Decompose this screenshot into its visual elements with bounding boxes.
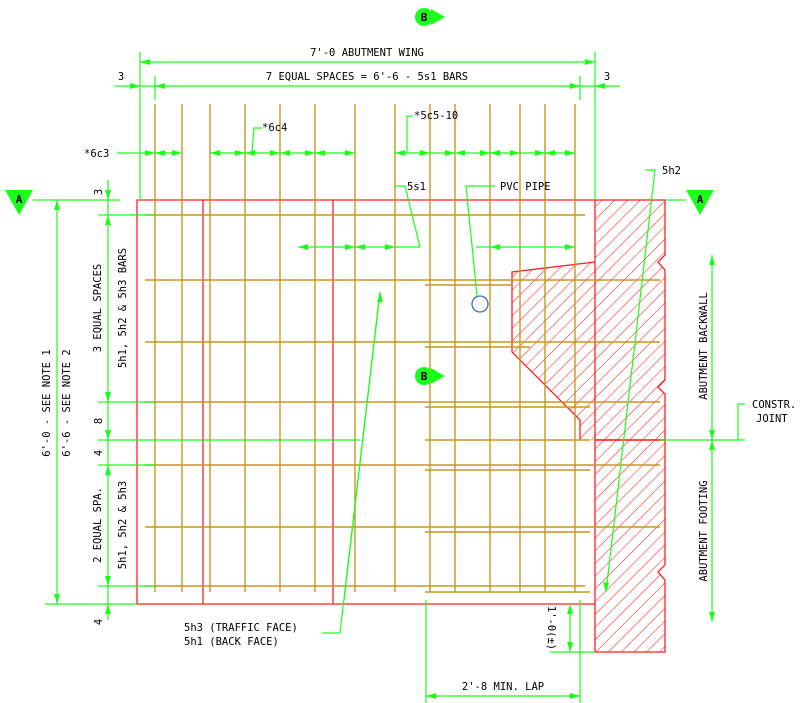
abutment-wing-label: 7'-0 ABUTMENT WING (310, 47, 424, 59)
face-bar-leaders (322, 291, 383, 634)
vertical-bars (154, 104, 576, 592)
pvc-pipe-leader (465, 185, 495, 297)
height-note-2: 6'-6 - SEE NOTE 2 (61, 349, 73, 456)
constr-joint-line1: CONSTR. (752, 399, 796, 411)
dim-3-left: 3 (118, 71, 124, 83)
dim-3-right: 3 (604, 71, 610, 83)
5h2-label: 5h2 (662, 165, 681, 177)
abutment-footing-hatch (594, 439, 666, 653)
6c4-label: *6c4 (262, 122, 287, 134)
section-b-mid-marker (415, 367, 445, 385)
spaces-2-line2: 5h1, 5h2 & 5h3 (117, 481, 129, 570)
back-face-label: 5h1 (BACK FACE) (184, 636, 279, 648)
abutment-footing-label: ABUTMENT FOOTING (698, 480, 710, 581)
horizontal-bars (145, 214, 660, 593)
section-b-top-marker (415, 8, 445, 26)
5s1-leader (298, 185, 575, 250)
constr-joint-line2: JOINT (756, 413, 788, 425)
dim-4-mid: 4 (93, 450, 105, 456)
pvc-pipe-label: PVC PIPE (500, 181, 551, 193)
5h2-leader (605, 169, 656, 593)
pvc-pipe-circle (471, 295, 489, 313)
height-note-1: 6'-0 - SEE NOTE 1 (41, 349, 53, 456)
min-lap-label: 2'-8 MIN. LAP (462, 681, 544, 693)
right-vertical-dimensions (660, 255, 745, 622)
top-dimensions (115, 52, 620, 200)
spaces-3-line1: 3 EQUAL SPACES (92, 264, 104, 353)
equal-spaces-label: 7 EQUAL SPACES = 6'-6 - 5s1 BARS (266, 71, 468, 83)
5c5-label: *5c5-10 (414, 110, 458, 122)
dim-1-0-label: 1'-0(±) (545, 606, 557, 650)
section-b-top-label: B (421, 11, 428, 24)
backwall-haunch-hatch (512, 262, 595, 440)
dim-4-bot: 4 (93, 619, 105, 625)
section-a-right-label: A (697, 193, 704, 206)
abutment-backwall-label: ABUTMENT BACKWALL (698, 292, 710, 399)
dim-8: 8 (93, 418, 105, 424)
section-a-left-marker (5, 190, 120, 215)
left-vertical-dimensions (45, 180, 360, 620)
spaces-3-line2: 5h1, 5h2 & 5h3 BARS (117, 248, 129, 368)
traffic-face-label: 5h3 (TRAFFIC FACE) (184, 622, 298, 634)
section-a-right-marker (665, 190, 714, 215)
section-b-mid-label: B (421, 370, 428, 383)
dim-3-top: 3 (93, 189, 105, 195)
bottom-dimensions (425, 600, 595, 703)
spaces-2-line1: 2 EQUAL SPA. (92, 487, 104, 563)
6c3-label: *6c3 (84, 148, 109, 160)
5s1-label: 5s1 (407, 181, 426, 193)
abutment-backwall-hatch (594, 199, 666, 441)
section-a-left-label: A (16, 193, 23, 206)
